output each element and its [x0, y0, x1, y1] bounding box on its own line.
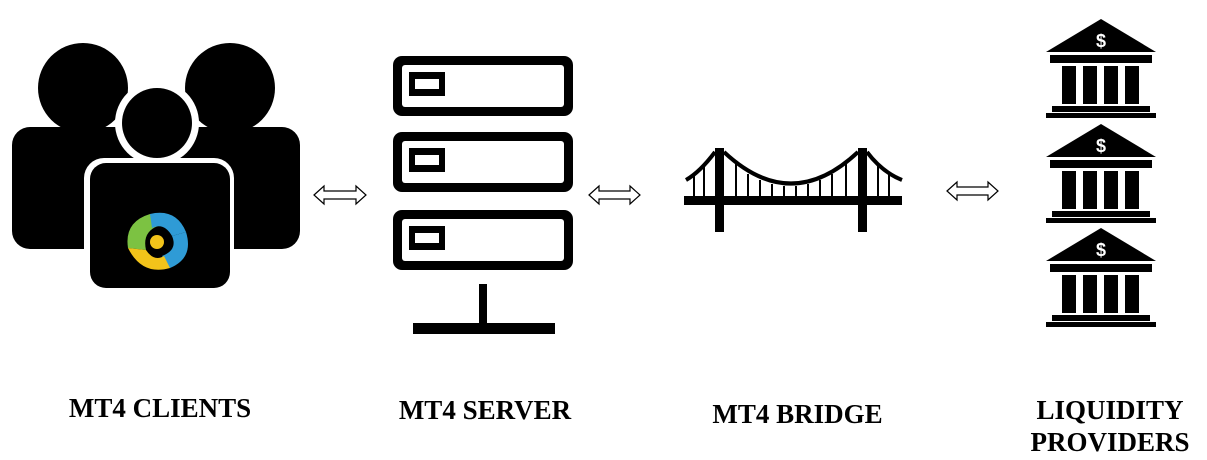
bank-building-icon — [1046, 124, 1156, 223]
bridge-tower-right — [858, 148, 867, 232]
liquidity-label-line2: PROVIDERS — [1030, 427, 1190, 457]
server-base — [413, 323, 555, 334]
user-head-front — [122, 88, 192, 158]
user-head-right — [185, 43, 275, 133]
double-arrow-icon — [588, 184, 641, 206]
bank-dollar-symbol: $ — [1096, 31, 1106, 51]
bank-building-icon — [1046, 19, 1156, 118]
bank-building-icon — [1046, 228, 1156, 327]
server-stack-icon — [393, 56, 573, 334]
metatrader-logo-icon — [127, 212, 188, 270]
server-label: MT4 SERVER — [398, 395, 572, 425]
user-head-left — [38, 43, 128, 133]
bridge-hangers — [693, 164, 890, 196]
suspension-bridge-icon — [684, 148, 903, 232]
bridge-main-cable — [722, 150, 860, 186]
bank-dollar-symbol: $ — [1096, 240, 1106, 260]
server-unit-1 — [393, 56, 573, 116]
bridge-deck — [684, 196, 902, 205]
liquidity-providers-label: LIQUIDITY PROVIDERS — [990, 394, 1207, 458]
double-arrow-icon — [946, 180, 999, 202]
liquidity-label-line1: LIQUIDITY — [1036, 395, 1184, 425]
server-unit-2 — [393, 132, 573, 192]
users-group-icon — [12, 43, 300, 293]
double-arrow-icon — [313, 184, 367, 206]
clients-label: MT4 CLIENTS — [68, 393, 252, 423]
bank-dollar-symbol: $ — [1096, 136, 1106, 156]
bridge-tower-left — [715, 148, 724, 232]
server-unit-3 — [393, 210, 573, 270]
server-stand — [479, 284, 487, 324]
bridge-label: MT4 BRIDGE — [712, 399, 883, 429]
